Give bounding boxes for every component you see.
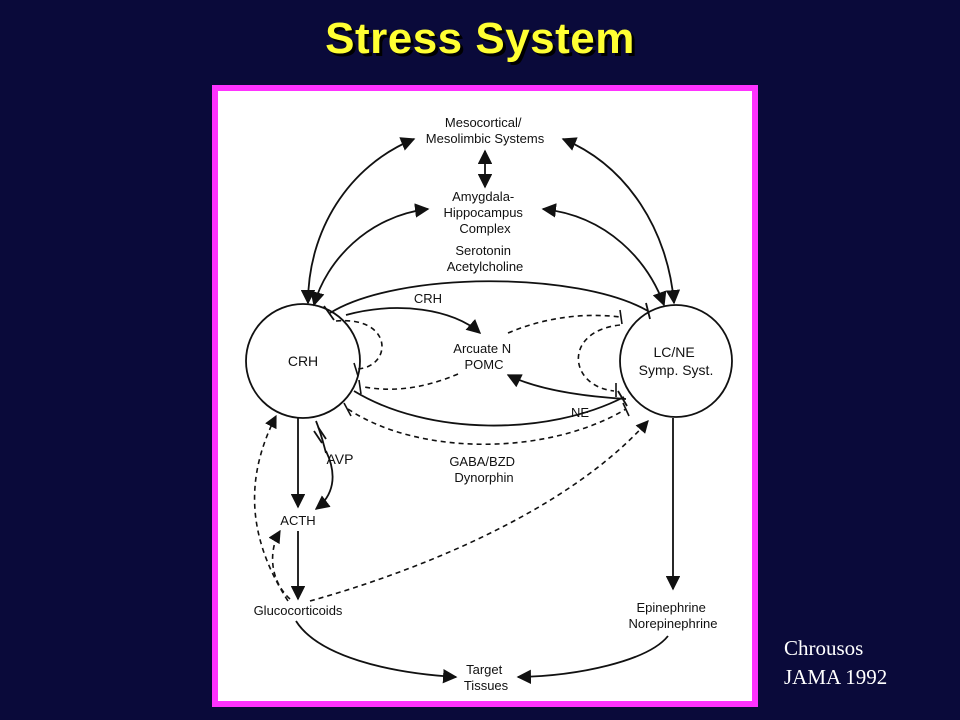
label-mesocortical: Mesocortical/ Mesolimbic Systems <box>426 115 545 146</box>
amygdala-crh-arrow <box>310 203 430 307</box>
crh-lcne-lower-arc <box>353 390 625 427</box>
label-ne-edge: NE <box>571 405 589 420</box>
gluco-crh-feedback <box>253 414 289 602</box>
label-crh-node: CRH <box>288 353 318 369</box>
citation-author: Chrousos <box>784 636 864 660</box>
citation: Chrousos JAMA 1992 <box>784 634 887 692</box>
label-arcuate: Arcuate N POMC <box>453 341 514 372</box>
pomc-to-crh-inhibition <box>363 373 459 390</box>
label-glucocorticoids: Glucocorticoids <box>254 603 343 618</box>
citation-journal: JAMA 1992 <box>784 665 888 689</box>
gluco-lcne-feedback <box>309 420 649 602</box>
label-epinephrine: Epinephrine Norepinephrine <box>629 600 718 631</box>
label-avp: AVP <box>327 451 354 467</box>
lcne-self-loop <box>577 324 621 392</box>
label-acth: ACTH <box>280 513 315 528</box>
gluco-to-target-arrow <box>295 620 458 684</box>
stress-system-diagram: Mesocortical/ Mesolimbic Systems Amygdal… <box>245 115 733 693</box>
label-gaba: GABA/BZD Dynorphin <box>449 454 518 485</box>
slide-title: Stress System <box>325 14 635 63</box>
label-serotonin: Serotonin Acetylcholine <box>447 243 524 274</box>
lc-ne-node <box>619 304 733 418</box>
ne-to-arcuate-arrow <box>506 374 627 400</box>
gaba-dynorphin-inhibition <box>347 408 627 446</box>
diagram-frame: Mesocortical/ Mesolimbic Systems Amygdal… <box>212 85 758 707</box>
label-target-tissues: Target Tissues <box>464 662 509 693</box>
label-crh-edge: CRH <box>414 291 442 306</box>
avp-to-acth-arrow <box>314 450 334 510</box>
crh-to-arcuate-arrow <box>345 307 482 334</box>
meso-lcne-arrow <box>561 137 681 305</box>
arcuate-to-lcne-inhibition <box>507 314 621 334</box>
crh-self-loop <box>335 320 383 370</box>
amygdala-lcne-arrow <box>541 203 667 307</box>
epi-to-target-arrow <box>516 635 669 684</box>
label-amygdala: Amygdala- Hippocampus Complex <box>443 189 526 236</box>
gluco-acth-feedback <box>268 529 291 600</box>
label-lc-ne: LC/NE Symp. Syst. <box>639 344 714 378</box>
serotonin-inhibition <box>329 280 649 314</box>
